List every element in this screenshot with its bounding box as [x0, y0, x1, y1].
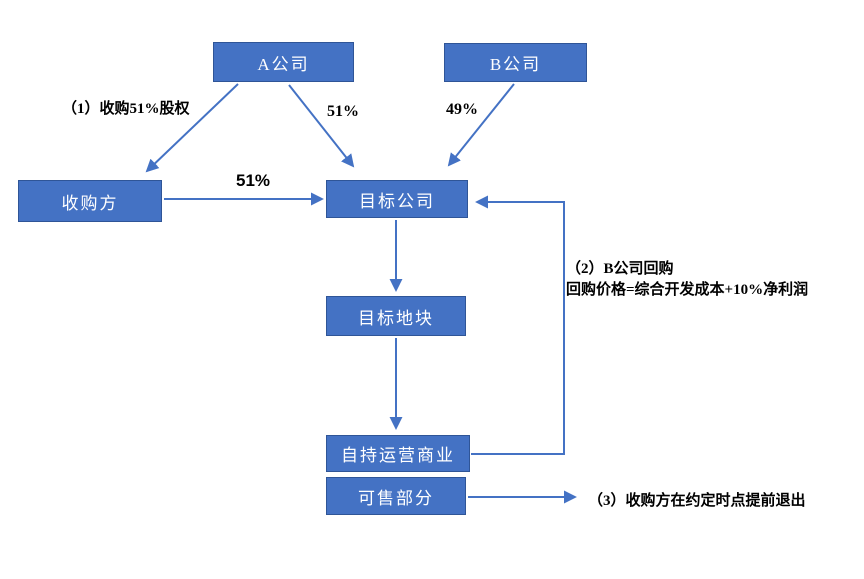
node-target-land: 目标地块 [326, 296, 466, 336]
node-self-held-business-label: 自持运营商业 [341, 446, 455, 465]
node-target-company-label: 目标公司 [359, 191, 435, 211]
node-self-held-business: 自持运营商业 [326, 435, 470, 472]
label-companyA-51pct: 51% [327, 103, 359, 120]
label-step2-buyback-note: （2）B公司回购 回购价格=综合开发成本+10%净利润 [566, 261, 809, 298]
arrow-selfheld-loop-to-target-icon [471, 195, 565, 455]
node-company-a: A公司 [213, 42, 354, 82]
node-target-land-label: 目标地块 [358, 308, 434, 328]
node-acquirer-label: 收购方 [61, 193, 119, 213]
label-step3-early-exit-note: （3）收购方在约定时点提前退出 [588, 493, 806, 509]
label-step1-acquire-51pct: （1）收购51%股权 [62, 101, 190, 117]
node-company-a-label: A公司 [257, 54, 310, 74]
arrow-companyA-to-acquirer-icon [145, 83, 239, 173]
label-acquirer-51pct: 51% [236, 171, 271, 190]
node-sellable-portion: 可售部分 [326, 477, 466, 515]
node-sellable-portion-label: 可售部分 [358, 488, 434, 508]
node-target-company: 目标公司 [326, 180, 468, 218]
arrow-companyA-to-target-icon [288, 84, 355, 168]
arrow-companyB-to-target-icon [447, 83, 515, 167]
node-company-b-label: B公司 [489, 55, 542, 74]
node-company-b: B公司 [444, 43, 587, 82]
node-acquirer: 收购方 [18, 180, 162, 222]
label-companyB-49pct: 49% [446, 101, 478, 118]
